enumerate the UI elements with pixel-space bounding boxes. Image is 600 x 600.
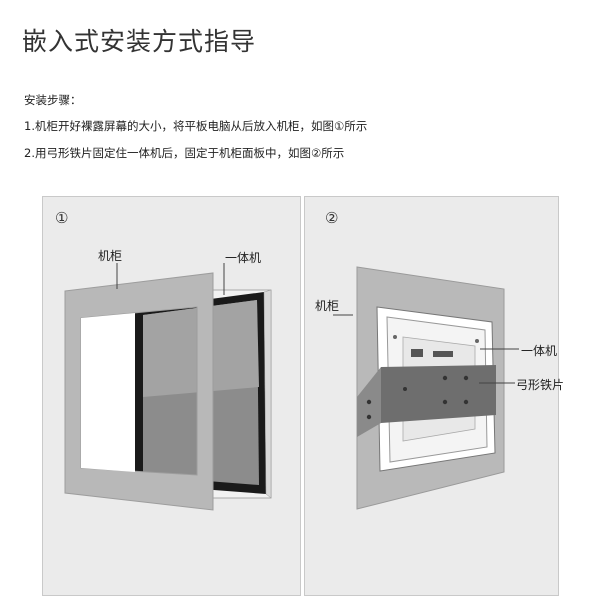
figure-2-panel: ② 机柜 一体机 <box>304 196 564 596</box>
figure-1-illustration <box>64 263 272 511</box>
figure-1-panel: ① 机柜 一体机 <box>42 196 301 596</box>
label-unit: 一体机 <box>521 344 558 358</box>
label-cabinet: 机柜 <box>98 249 123 263</box>
step-2-text: 2.用弓形铁片固定住一体机后，固定于机柜面板中，如图②所示 <box>24 146 345 160</box>
step-1-text: 1.机柜开好裸露屏幕的大小，将平板电脑从后放入机柜，如图①所示 <box>24 119 368 133</box>
figure-2-illustration <box>333 266 519 510</box>
figure-2-number: ② <box>325 209 339 227</box>
label-bracket: 弓形铁片 <box>516 378 565 392</box>
bracket <box>357 365 496 437</box>
page-title: 嵌入式安装方式指导 <box>22 27 257 56</box>
label-unit: 一体机 <box>225 251 262 265</box>
steps-heading: 安装步骤： <box>24 93 82 107</box>
figure-1-number: ① <box>55 209 69 227</box>
label-cabinet: 机柜 <box>315 299 340 313</box>
cabinet-frame <box>64 272 214 511</box>
